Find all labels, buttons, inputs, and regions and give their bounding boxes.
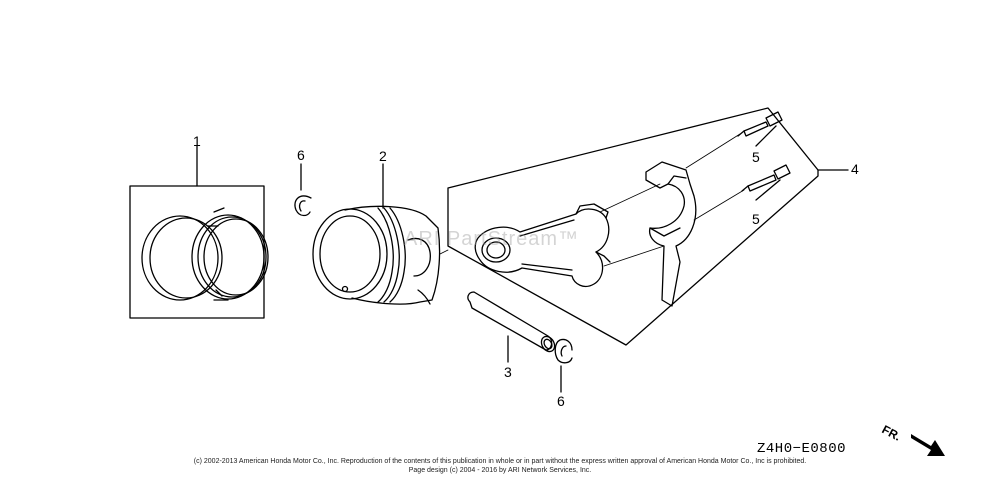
callout-6-lower: 6 — [557, 393, 565, 409]
callout-3: 3 — [504, 364, 512, 380]
callout-5-lower: 5 — [752, 211, 760, 227]
callout-2: 2 — [379, 148, 387, 164]
piston[interactable] — [312, 163, 441, 305]
callout-5-upper: 5 — [752, 149, 760, 165]
connecting-rod-set-outline — [447, 107, 849, 346]
assembly-lines — [439, 133, 745, 267]
callout-1: 1 — [193, 133, 201, 149]
front-direction-label: FR. — [881, 422, 903, 443]
figure-code: Z4H0−E0800 — [757, 441, 847, 457]
piston-pin-clip-lower[interactable] — [554, 338, 573, 393]
front-direction-arrow-icon: FR. — [881, 422, 945, 456]
callout-4: 4 — [851, 161, 859, 177]
copyright-line: (c) 2002-2013 American Honda Motor Co., … — [193, 458, 807, 465]
callout-6-upper: 6 — [297, 147, 305, 163]
piston-pin-clip-upper[interactable] — [294, 163, 312, 217]
rod-bolt-upper[interactable] — [737, 111, 783, 147]
connecting-rod[interactable] — [474, 203, 611, 288]
watermark: ARI PartStream™ — [404, 228, 580, 250]
page-design-line: Page design (c) 2004 - 2016 by ARI Netwo… — [408, 467, 592, 474]
connecting-rod-cap[interactable] — [645, 161, 697, 307]
rod-bolt-lower[interactable] — [741, 164, 791, 201]
piston-ring-set[interactable] — [129, 145, 269, 319]
piston-pin[interactable] — [467, 291, 557, 363]
